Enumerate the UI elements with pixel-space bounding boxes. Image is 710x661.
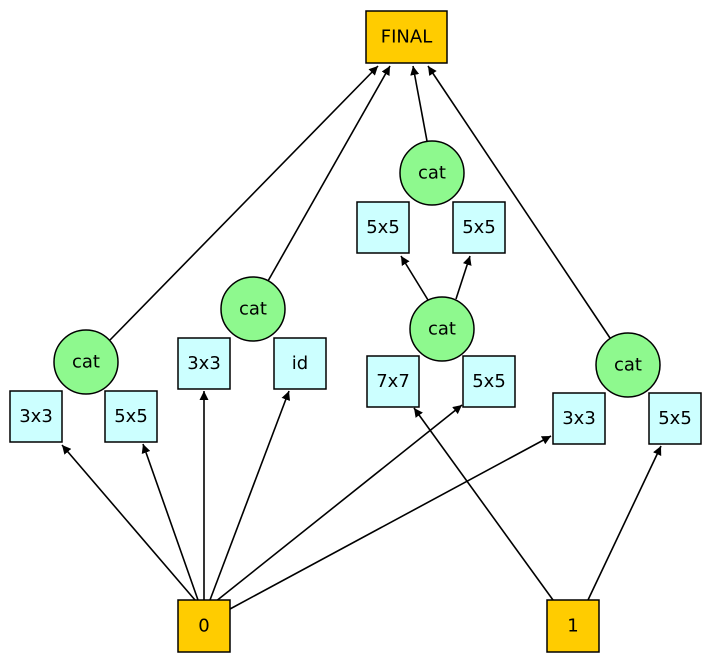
cat-label-e: cat (614, 355, 642, 376)
op-node-c1: 5x5 (356, 201, 410, 254)
op-box-d1 (366, 355, 420, 408)
edge-cat-e-to-final (427, 65, 611, 339)
cat-circle-b (220, 276, 286, 342)
cat-node-c: cat (399, 140, 465, 206)
input-label-0: 0 (198, 616, 209, 637)
final-label: FINAL (381, 27, 432, 48)
op-node-a1: 3x3 (9, 390, 63, 443)
edge-input1-to-op-d1 (413, 407, 554, 601)
edge-input0-to-op-a1 (61, 444, 196, 601)
op-node-d2: 5x5 (462, 355, 516, 408)
cat-label-b: cat (239, 299, 267, 320)
cat-circle-d (409, 296, 475, 362)
op-label-c2: 5x5 (462, 217, 496, 238)
edge-input0-to-op-e1 (229, 435, 552, 610)
op-label-a2: 5x5 (114, 406, 148, 427)
op-node-e2: 5x5 (648, 392, 702, 445)
cat-node-d: cat (409, 296, 475, 362)
final-box (365, 10, 448, 64)
edge-input1-to-op-e2 (587, 445, 662, 601)
op-label-c1: 5x5 (366, 217, 400, 238)
edge-cat-c-to-final (410, 65, 428, 142)
op-box-e2 (648, 392, 702, 445)
op-box-b2 (273, 337, 327, 390)
op-box-e1 (552, 392, 606, 445)
op-node-e1: 3x3 (552, 392, 606, 445)
input-node-1: 1 (546, 599, 600, 653)
edge-input0-to-op-a2 (141, 443, 199, 601)
edge-cat-d-to-op-c1 (400, 255, 429, 301)
edges-layer (61, 65, 662, 610)
cat-node-e: cat (595, 332, 661, 398)
op-label-b2: id (292, 353, 308, 374)
op-box-c1 (356, 201, 410, 254)
op-node-c2: 5x5 (452, 201, 506, 254)
op-box-a2 (104, 390, 158, 443)
edge-input0-to-op-b2 (209, 390, 291, 601)
cat-circle-e (595, 332, 661, 398)
op-box-d2 (462, 355, 516, 408)
input-node-0: 0 (177, 599, 231, 653)
edge-input0-to-op-d2 (214, 404, 463, 603)
cat-label-a: cat (72, 352, 100, 373)
edge-cat-b-to-final (267, 65, 391, 282)
cat-label-c: cat (418, 163, 446, 184)
cat-node-a: cat (53, 329, 119, 395)
op-box-b1 (177, 337, 231, 390)
op-label-d1: 7x7 (376, 371, 410, 392)
op-box-c2 (452, 201, 506, 254)
op-node-a2: 5x5 (104, 390, 158, 443)
op-label-d2: 5x5 (472, 371, 506, 392)
cat-circle-a (53, 329, 119, 395)
op-label-b1: 3x3 (187, 353, 221, 374)
op-node-b2: id (273, 337, 327, 390)
op-node-d1: 7x7 (366, 355, 420, 408)
op-label-e1: 3x3 (562, 408, 596, 429)
cat-label-d: cat (428, 319, 456, 340)
input-box-0 (177, 599, 231, 653)
op-node-b1: 3x3 (177, 337, 231, 390)
edge-cat-d-to-op-c2 (455, 255, 472, 300)
op-label-a1: 3x3 (19, 406, 53, 427)
cat-circle-c (399, 140, 465, 206)
cat-node-b: cat (220, 276, 286, 342)
edge-cat-a-to-final (109, 65, 379, 341)
op-label-e2: 5x5 (658, 408, 692, 429)
op-box-a1 (9, 390, 63, 443)
input-label-1: 1 (567, 616, 578, 637)
input-box-1 (546, 599, 600, 653)
final-node: FINAL (365, 10, 448, 64)
